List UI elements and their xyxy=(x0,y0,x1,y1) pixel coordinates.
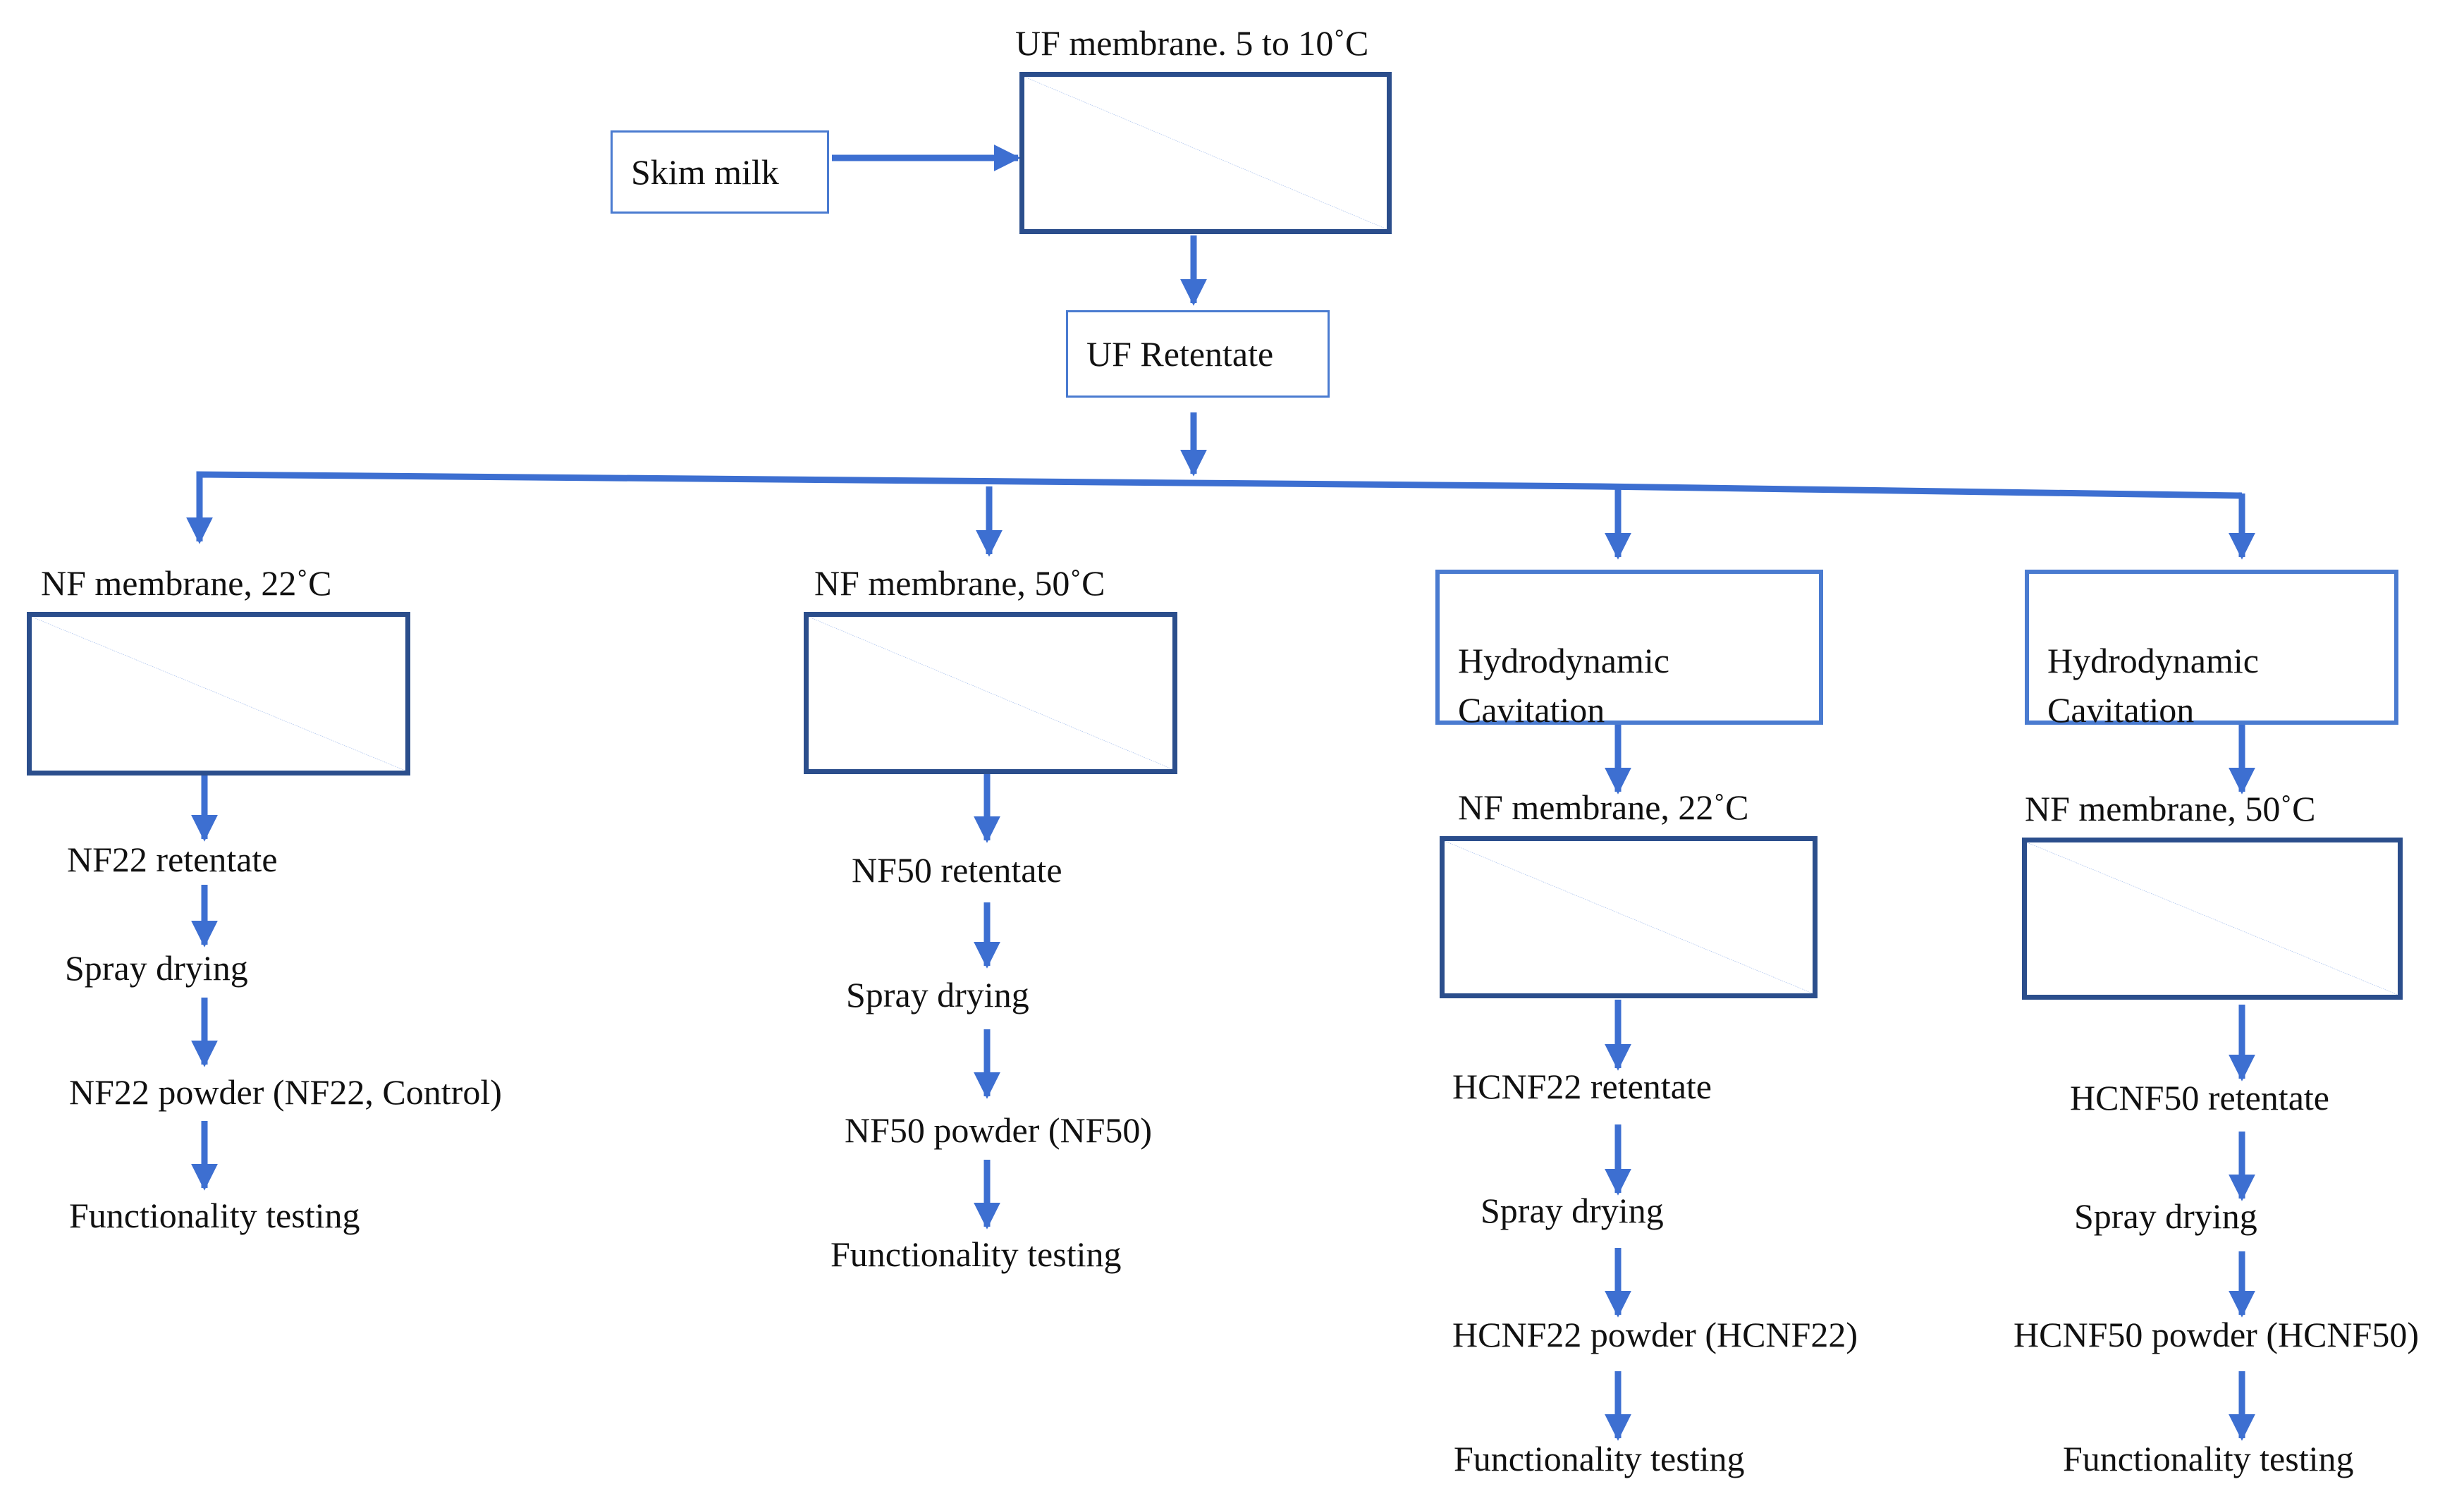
b3-cavitation-box: Hydrodynamic Cavitation xyxy=(1435,570,1823,730)
b1-membrane-label: NF membrane, 22˚C xyxy=(41,563,332,603)
b2-membrane-box xyxy=(804,612,1177,774)
split-bar xyxy=(196,471,2243,499)
b3-step-retentate: HCNF22 retentate xyxy=(1452,1067,1712,1106)
membrane-diagonal-icon xyxy=(1445,841,1813,993)
b3-step-spray: Spray drying xyxy=(1481,1191,1664,1230)
skim-milk-label: Skim milk xyxy=(631,152,779,192)
b3-step-powder: HCNF22 powder (HCNF22) xyxy=(1452,1315,1858,1354)
b2-step-retentate: NF50 retentate xyxy=(852,850,1062,890)
uf-retentate-box: UF Retentate xyxy=(1066,310,1330,398)
skim-milk-box: Skim milk xyxy=(611,130,829,214)
uf-membrane-box xyxy=(1019,72,1392,234)
membrane-diagonal-icon xyxy=(2027,842,2398,995)
b1-step-powder: NF22 powder (NF22, Control) xyxy=(69,1072,502,1112)
b2-membrane-label: NF membrane, 50˚C xyxy=(814,563,1105,603)
uf-membrane-label: UF membrane. 5 to 10˚C xyxy=(1015,23,1369,63)
b4-step-powder: HCNF50 powder (HCNF50) xyxy=(2014,1315,2419,1354)
b4-membrane-box xyxy=(2022,838,2403,1000)
b3-cavitation-label: Hydrodynamic Cavitation xyxy=(1458,641,1669,730)
membrane-diagonal-icon xyxy=(1024,77,1387,229)
b1-membrane-box xyxy=(27,612,410,776)
b4-step-testing: Functionality testing xyxy=(2063,1439,2354,1478)
b1-step-spray: Spray drying xyxy=(65,948,248,988)
b2-step-powder: NF50 powder (NF50) xyxy=(845,1110,1153,1150)
b3-step-testing: Functionality testing xyxy=(1454,1439,1745,1478)
b4-cavitation-label: Hydrodynamic Cavitation xyxy=(2047,641,2259,730)
b3-membrane-box xyxy=(1440,836,1818,998)
b3-membrane-label: NF membrane, 22˚C xyxy=(1458,787,1749,827)
b4-cavitation-box: Hydrodynamic Cavitation xyxy=(2025,570,2398,730)
b4-step-spray: Spray drying xyxy=(2074,1196,2257,1236)
membrane-diagonal-icon xyxy=(32,617,405,771)
b4-membrane-label: NF membrane, 50˚C xyxy=(2025,789,2316,828)
b1-step-retentate: NF22 retentate xyxy=(67,840,278,879)
b1-step-testing: Functionality testing xyxy=(69,1196,360,1235)
membrane-diagonal-icon xyxy=(809,617,1172,769)
b2-step-testing: Functionality testing xyxy=(830,1234,1122,1274)
uf-retentate-label: UF Retentate xyxy=(1086,334,1274,374)
b4-step-retentate: HCNF50 retentate xyxy=(2070,1078,2329,1117)
b2-step-spray: Spray drying xyxy=(846,975,1029,1014)
